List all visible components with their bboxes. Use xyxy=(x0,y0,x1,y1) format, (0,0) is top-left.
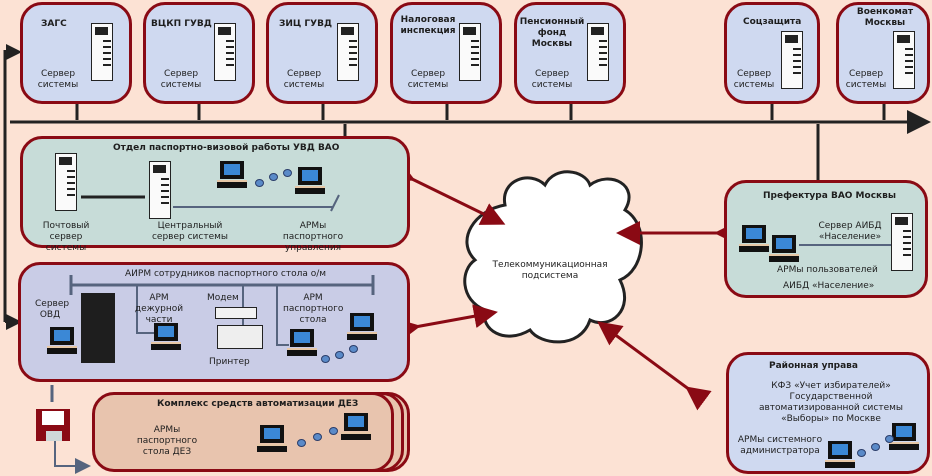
server-label: Сервер системы xyxy=(37,69,79,90)
server-label: Сервер системы xyxy=(531,69,573,90)
workstations-label: АРМы паспортного управления xyxy=(282,221,344,253)
link-dot xyxy=(297,439,306,447)
printer-label: Принтер xyxy=(209,357,250,367)
workstation-icon xyxy=(341,413,371,440)
workstations-label-2: АИБД «Население» xyxy=(783,281,875,291)
box-title: Военкомат Москвы xyxy=(856,7,914,28)
link-dot xyxy=(269,173,278,181)
cloud xyxy=(463,170,643,344)
server-icon xyxy=(214,23,236,81)
link-dot xyxy=(871,443,880,451)
workstation-icon xyxy=(825,441,855,468)
central-server-label: Центральный сервер системы xyxy=(151,221,229,242)
workstations-label: АРМы паспортного стола ДЕЗ xyxy=(136,425,198,457)
link-dot xyxy=(255,179,264,187)
link-dot xyxy=(335,351,344,359)
server-icon xyxy=(459,23,481,81)
dez-box[interactable]: Комплекс средств автоматизации ДЕЗ АРМы … xyxy=(92,392,394,472)
server-box-tax[interactable]: Налоговая инспекция Сервер системы xyxy=(390,2,502,104)
workstation-icon xyxy=(889,423,919,450)
passport-dept-links xyxy=(81,194,340,212)
box-title: Соцзащита xyxy=(743,17,802,27)
link-dot xyxy=(321,355,330,363)
server-box-military[interactable]: Военкомат Москвы Сервер системы xyxy=(836,2,930,104)
server-label: Сервер системы xyxy=(407,69,449,90)
workstation-icon xyxy=(295,167,325,194)
airm-box[interactable]: АИРМ сотрудников паспортного стола о/м С… xyxy=(18,262,410,382)
server-box-vckp[interactable]: ВЦКП ГУВД Сервер системы xyxy=(143,2,255,104)
workstation-icon xyxy=(151,323,181,350)
box-title: ЗАГС xyxy=(41,19,67,29)
server-icon xyxy=(893,31,915,89)
link-dot xyxy=(857,449,866,457)
modem-icon xyxy=(215,307,257,319)
server-icon xyxy=(891,213,913,271)
box-title: Отдел паспортно-визовой работы УВД ВАО xyxy=(113,143,340,153)
server-label: Сервер системы xyxy=(160,69,202,90)
box-title: Пенсионный фонд Москвы xyxy=(519,17,585,49)
workstations-label: АРМы пользователей xyxy=(777,265,878,275)
workstation-icon xyxy=(739,225,769,252)
server-icon xyxy=(91,23,113,81)
airm-links xyxy=(69,275,375,346)
server-box-pension[interactable]: Пенсионный фонд Москвы Сервер системы xyxy=(514,2,626,104)
box-title: Комплекс средств автоматизации ДЕЗ xyxy=(157,399,359,409)
box-title: АИРМ сотрудников паспортного стола о/м xyxy=(125,269,327,279)
workstation-icon xyxy=(217,161,247,188)
duty-workstation-label: АРМ дежурной части xyxy=(134,293,184,325)
box-title: Префектура ВАО Москвы xyxy=(763,191,896,201)
server-icon xyxy=(781,31,803,89)
server-label: Сервер АИБД «Население» xyxy=(818,221,882,242)
link-dot xyxy=(885,435,894,443)
workstation-icon xyxy=(47,327,77,354)
server-icon xyxy=(337,23,359,81)
ovd-server-label: Сервер ОВД xyxy=(35,299,70,320)
server-label: Сервер системы xyxy=(283,69,325,90)
central-server-icon xyxy=(149,161,171,219)
admin-label: АРМы системного администратора xyxy=(737,435,823,456)
box-title: ВЦКП ГУВД xyxy=(151,19,212,29)
cloud-label: Телекоммуникационная подсистема xyxy=(492,260,608,281)
mail-server-icon xyxy=(55,153,77,211)
passport-dept-box[interactable]: Отдел паспортно-визовой работы УВД ВАО П… xyxy=(20,136,410,253)
server-box-social[interactable]: Соцзащита Сервер системы xyxy=(724,2,820,104)
box-title: ЗИЦ ГУВД xyxy=(279,19,332,29)
printer-icon xyxy=(217,325,263,349)
district-box[interactable]: Районная управа КФЗ «Учет избирателей» Г… xyxy=(726,352,930,474)
server-label: Сервер системы xyxy=(733,69,775,90)
passport-desk-label: АРМ паспортного стола xyxy=(283,293,344,325)
link-dot xyxy=(349,345,358,353)
server-box-zags[interactable]: ЗАГС Сервер системы xyxy=(20,2,132,104)
server-box-zic[interactable]: ЗИЦ ГУВД Сервер системы xyxy=(266,2,378,104)
workstation-icon xyxy=(769,235,799,262)
server-label: Сервер системы xyxy=(845,69,887,90)
workstation-icon xyxy=(347,313,377,340)
ovd-server-tower-icon xyxy=(81,293,115,363)
box-title: Районная управа xyxy=(769,361,858,371)
district-description: КФЗ «Учет избирателей» Государственной а… xyxy=(758,381,904,424)
workstation-icon xyxy=(287,329,317,356)
server-icon xyxy=(587,23,609,81)
mail-server-label: Почтовый сервер системы xyxy=(42,221,90,253)
link-dot xyxy=(313,433,322,441)
floppy-disk-icon[interactable] xyxy=(36,409,70,441)
link-dot xyxy=(329,427,338,435)
prefecture-links xyxy=(799,244,891,246)
prefecture-box[interactable]: Префектура ВАО Москвы Сервер АИБД «Насел… xyxy=(724,180,928,298)
link-dot xyxy=(283,169,292,177)
workstation-icon xyxy=(257,425,287,452)
box-title: Налоговая инспекция xyxy=(400,15,456,36)
modem-label: Модем xyxy=(207,293,239,303)
